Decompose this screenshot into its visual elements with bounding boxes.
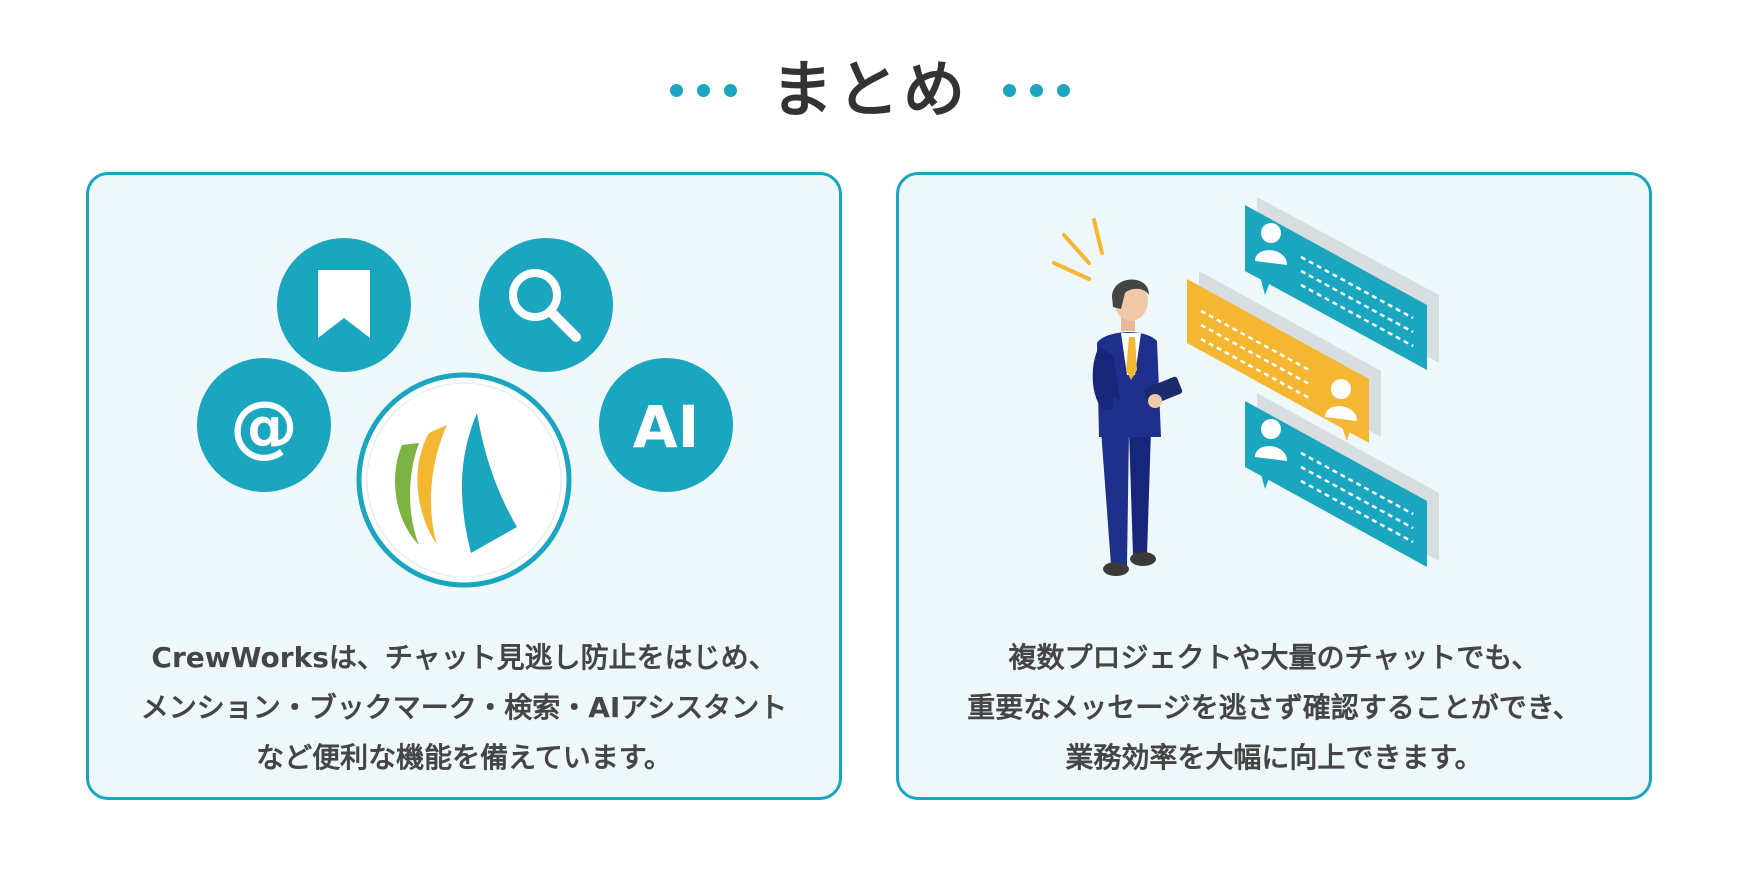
page-title: まとめ bbox=[770, 53, 969, 126]
at-sign-icon: @ bbox=[197, 358, 331, 492]
benefits-line-2: 重要なメッセージを逃さず確認することができ、 bbox=[967, 691, 1581, 724]
businessman-illustration bbox=[1092, 279, 1183, 576]
features-card: @ AI CrewWorksは、チャット見逃し防止をはじめ、 メンション・ブック… bbox=[86, 172, 842, 800]
benefits-illustration bbox=[1052, 197, 1439, 576]
user-icon bbox=[1325, 379, 1357, 421]
title-dots-left bbox=[669, 83, 737, 97]
dot bbox=[723, 83, 737, 97]
benefits-line-3: 業務効率を大幅に向上できます。 bbox=[1065, 741, 1483, 774]
dot bbox=[1030, 83, 1043, 97]
user-icon bbox=[1255, 223, 1287, 265]
chat-bubble-icon bbox=[1245, 393, 1439, 567]
dot bbox=[1057, 83, 1070, 97]
ai-label: AI bbox=[633, 393, 699, 461]
features-description: CrewWorksは、チャット見逃し防止をはじめ、 メンション・ブックマーク・検… bbox=[89, 633, 839, 783]
sail-logo-icon bbox=[356, 372, 572, 588]
features-line-1: CrewWorksは、チャット見逃し防止をはじめ、 bbox=[151, 641, 777, 674]
chat-bubble-icon bbox=[1187, 271, 1381, 443]
ai-icon: AI bbox=[599, 358, 733, 492]
benefits-description: 複数プロジェクトや大量のチャットでも、 重要なメッセージを逃さず確認することがで… bbox=[899, 633, 1649, 783]
search-icon bbox=[479, 238, 613, 372]
features-illustration: @ AI bbox=[197, 238, 733, 588]
dot bbox=[669, 83, 683, 97]
features-line-3: など便利な機能を備えています。 bbox=[256, 741, 672, 774]
chat-bubble-icon bbox=[1245, 197, 1439, 370]
dot bbox=[696, 83, 710, 97]
bookmark-icon bbox=[277, 238, 411, 372]
benefits-card: 複数プロジェクトや大量のチャットでも、 重要なメッセージを逃さず確認することがで… bbox=[896, 172, 1652, 800]
at-symbol: @ bbox=[230, 387, 298, 466]
attention-lines bbox=[1052, 218, 1104, 281]
benefits-line-1: 複数プロジェクトや大量のチャットでも、 bbox=[1008, 641, 1540, 674]
title-dots-right bbox=[1003, 83, 1070, 97]
title-row: まとめ bbox=[0, 40, 1740, 140]
features-line-2: メンション・ブックマーク・検索・AIアシスタント bbox=[140, 691, 788, 724]
user-icon bbox=[1255, 419, 1287, 461]
dot bbox=[1003, 83, 1016, 97]
